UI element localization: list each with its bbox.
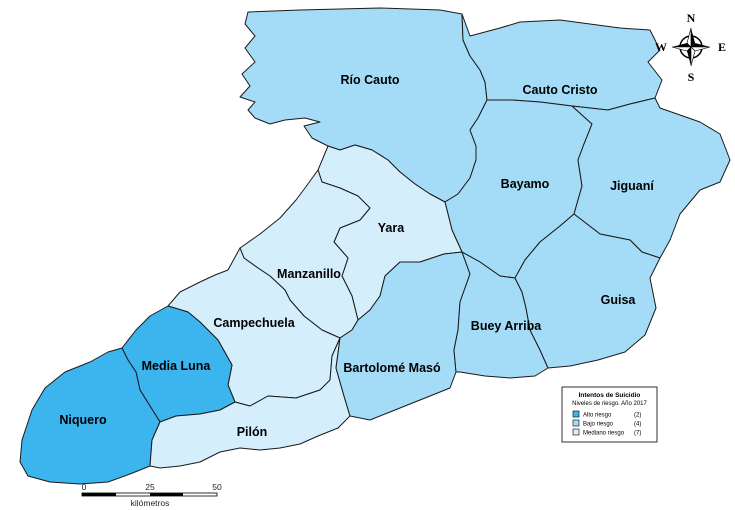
legend-label-mediano: Mediano riesgo [583,431,625,437]
compass-north: N [687,11,696,25]
legend-subtitle: Niveles de riesgo. Año 2017 [572,401,647,407]
legend-title: Intentos de Suicidio [579,392,641,399]
label-jiguani: Jiguaní [610,179,654,193]
label-buey-arriba: Buey Arriba [471,319,542,333]
scale-tick-50: 50 [212,482,222,492]
label-bayamo: Bayamo [501,177,550,191]
label-niquero: Niquero [59,413,107,427]
scale-bar: 0 25 50 kilómetros [81,482,222,508]
compass-south: S [688,70,695,84]
legend-swatch-bajo [572,419,580,427]
label-bartolome-maso: Bartolomé Masó [343,361,441,375]
legend-swatch-mediano [572,428,580,436]
scale-tick-0: 0 [82,482,87,492]
legend-label-alto: Alto riesgo [583,413,612,419]
legend: Intentos de Suicidio Niveles de riesgo. … [561,386,658,443]
region-guisa[interactable] [514,213,661,369]
label-rio-cauto: Río Cauto [340,73,399,87]
compass-rose: N S E W [655,11,726,84]
label-media-luna: Media Luna [142,359,212,373]
scale-tick-25: 25 [145,482,155,492]
legend-swatch-alto [572,410,580,418]
label-guisa: Guisa [601,293,637,307]
region-niquero[interactable] [19,347,161,485]
region-jiguani[interactable] [571,97,731,259]
legend-count-alto: (2) [634,413,641,419]
legend-count-bajo: (4) [634,422,641,428]
legend-label-bajo: Bajo riesgo [583,422,614,428]
label-yara: Yara [378,221,405,235]
legend-count-mediano: (7) [634,431,641,437]
compass-icon [671,27,711,67]
compass-east: E [718,40,726,54]
label-campechuela: Campechuela [213,316,295,330]
label-manzanillo: Manzanillo [277,267,341,281]
label-cauto-cristo: Cauto Cristo [523,83,598,97]
compass-west: W [655,40,667,54]
scale-unit: kilómetros [131,498,170,508]
label-pilon: Pilón [237,425,268,439]
